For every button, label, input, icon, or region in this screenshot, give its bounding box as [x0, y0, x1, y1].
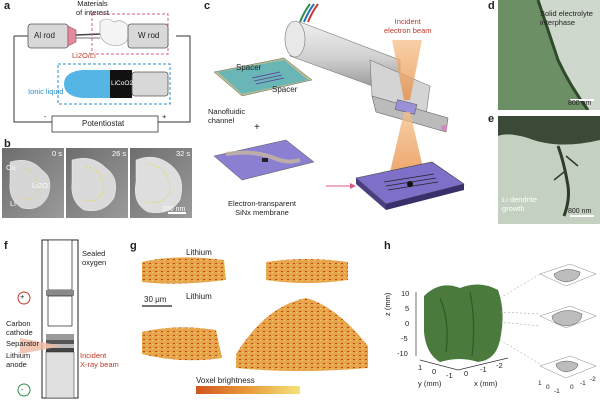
al-rod-label: Al rod	[34, 31, 55, 40]
time-32-label: 32 s	[176, 149, 191, 158]
x-axis-label: x (mm)	[474, 379, 498, 388]
sei-label: Solid electrolyte interphase	[540, 9, 593, 27]
x-tick-minus1: -1	[480, 365, 487, 374]
x-tick-0: 0	[464, 369, 469, 378]
lithium-label-2: Lithium	[186, 292, 212, 301]
panel-a-label: a	[4, 0, 11, 12]
dendrite-label: Li dendrite growth	[502, 195, 538, 213]
y-tick-0: 0	[432, 367, 437, 376]
y-tick-minus1: -1	[446, 371, 453, 380]
panel-a-diagram	[13, 13, 191, 133]
w-rod-label: W rod	[138, 31, 160, 40]
incident-beam-label: Incident electron beam	[384, 17, 432, 35]
cu-label: Cu	[6, 163, 16, 172]
lithium-anode-label: Lithium anode	[6, 351, 31, 369]
li2o-label: Li2O/Li	[72, 51, 96, 60]
inset-tick-rm2: -2	[590, 376, 596, 383]
lithium-label-1: Lithium	[186, 248, 212, 257]
z-tick-5: 5	[405, 304, 410, 313]
panel-f-diagram	[17, 239, 79, 399]
plus-sign-c: +	[254, 122, 260, 133]
membrane-label: Electron-transparent SiNx membrane	[228, 199, 296, 217]
inset-tick-lm1: -1	[554, 388, 560, 395]
inset-tick-r0: 0	[570, 384, 574, 391]
scale-bar-d: 800 nm	[568, 100, 592, 107]
panel-b-tem-images	[2, 148, 192, 218]
li-label: Li	[10, 199, 16, 208]
panel-g-label: g	[130, 240, 137, 252]
panel-g-tomography	[142, 257, 368, 394]
inset-tick-l0: 0	[546, 384, 550, 391]
li2o-b-label: Li2O	[32, 181, 48, 190]
potentiostat-plus: +	[162, 112, 167, 121]
ionic-liquid-label: Ionic liquid	[28, 87, 64, 96]
spacer-label-2: Spacer	[272, 85, 298, 94]
z-tick-0: 0	[405, 319, 410, 328]
z-tick-10: 10	[401, 289, 410, 298]
y-tick-1: 1	[418, 363, 423, 372]
panel-d-image	[498, 0, 600, 110]
panel-d-label: d	[488, 0, 495, 12]
materials-label: Materials of interest	[76, 0, 109, 17]
inset-tick-rm1: -1	[580, 380, 586, 387]
voxel-brightness-label: Voxel brightness	[196, 376, 255, 385]
panel-e-image	[498, 116, 600, 224]
z-axis-label: z (mm)	[383, 292, 392, 316]
sealed-oxygen-label: Sealed oxygen	[82, 249, 107, 267]
minus-f: -	[21, 385, 24, 394]
scale-bar-e: 800 nm	[568, 208, 592, 215]
panel-h-3d-plot	[415, 263, 597, 379]
panel-f-label: f	[4, 240, 8, 252]
licoo2-label: LiCoO2	[111, 80, 134, 87]
separator-label: Separator	[6, 339, 39, 348]
panel-b-label: b	[4, 138, 11, 150]
nanofluidic-label: Nanofluidic channel	[208, 107, 246, 125]
xray-beam-label: Incident X-ray beam	[80, 351, 119, 369]
potentiostat-label: Potentiostat	[82, 119, 125, 128]
panel-e-label: e	[488, 113, 495, 125]
time-26-label: 26 s	[112, 149, 127, 158]
panel-c-diagram	[213, 3, 465, 210]
z-tick-minus10: -10	[397, 349, 408, 358]
panel-c-label: c	[204, 0, 211, 12]
time-0-label: 0 s	[52, 149, 63, 158]
potentiostat-minus: -	[44, 112, 47, 121]
y-axis-label: y (mm)	[418, 379, 442, 388]
x-tick-minus2: -2	[496, 361, 503, 370]
scale-bar-g: 30 μm	[144, 295, 167, 304]
carbon-cathode-label: Carbon cathode	[6, 319, 33, 337]
spacer-label-1: Spacer	[236, 63, 262, 72]
plus-f: +	[20, 292, 25, 301]
inset-tick-l1: 1	[538, 380, 542, 387]
panel-h-label: h	[384, 240, 391, 252]
z-tick-minus5: -5	[401, 334, 408, 343]
scale-bar-b: 200 nm	[162, 206, 186, 213]
